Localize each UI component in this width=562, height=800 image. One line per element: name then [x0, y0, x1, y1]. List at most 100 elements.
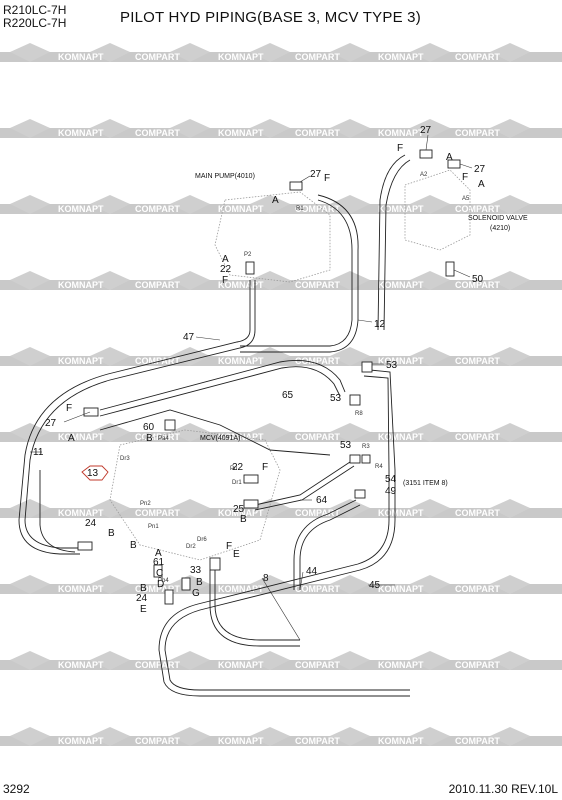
part-54[interactable]: 54	[385, 474, 397, 485]
part-13-hexagon[interactable]	[81, 465, 109, 481]
part-25[interactable]: 25	[233, 504, 245, 515]
part-12[interactable]: 12	[374, 319, 386, 330]
pipe-47-inner	[18, 280, 251, 555]
part-33[interactable]: 33	[190, 565, 202, 576]
letter-a: A	[478, 179, 485, 190]
part-50[interactable]: 50	[472, 274, 484, 285]
part-13[interactable]: 13	[87, 468, 99, 479]
leader	[299, 175, 311, 183]
letter-f: F	[222, 275, 228, 286]
letter-b: B	[196, 577, 203, 588]
part-53-top[interactable]: 53	[386, 360, 398, 371]
letter-f: F	[462, 172, 468, 183]
fitting-50	[445, 261, 455, 277]
part-27-pump[interactable]: 27	[310, 169, 322, 180]
watermark-cube	[330, 43, 370, 62]
part-11[interactable]: 11	[33, 447, 44, 458]
pipe-64	[254, 461, 351, 506]
model-name-2: R220LC-7H	[3, 16, 67, 30]
fitting-53-mid	[349, 394, 361, 406]
fitting-25	[243, 499, 259, 509]
part-24-left[interactable]: 24	[85, 518, 97, 529]
part-53-mid[interactable]: 53	[330, 393, 342, 404]
pipe-44-inner	[293, 499, 357, 590]
mcv-outline	[109, 429, 281, 561]
part-27-solenoid[interactable]: 27	[474, 164, 486, 175]
model-name-1: R210LC-7H	[3, 3, 67, 17]
fitting-24-left	[77, 541, 93, 551]
fitting-49	[354, 489, 366, 499]
letter-f: F	[397, 143, 403, 154]
letter-b: B	[240, 514, 247, 525]
hose-12-inner	[240, 199, 353, 347]
leader	[63, 411, 91, 423]
letter-a: A	[155, 548, 162, 559]
letter-f: F	[66, 403, 72, 414]
watermark-text: COMPART	[455, 52, 500, 62]
leader	[357, 319, 373, 323]
watermark-cube	[10, 43, 50, 62]
item-ref-label: (3151 ITEM 8)	[403, 480, 448, 487]
port-r3: R3	[362, 444, 370, 450]
pipe-11	[39, 470, 76, 553]
part-22-mcv[interactable]: 22	[232, 462, 244, 473]
part-27-left[interactable]: 27	[45, 418, 57, 429]
part-27-top[interactable]: 27	[420, 125, 432, 136]
main-pump-label: MAIN PUMP(4010)	[195, 173, 255, 180]
part-64[interactable]: 64	[316, 495, 328, 506]
pipe-right-loop-inner	[99, 366, 341, 417]
part-65[interactable]: 65	[282, 390, 294, 401]
letter-b: B	[140, 583, 147, 594]
part-45[interactable]: 45	[369, 580, 381, 591]
watermark-text: KOMNAPT	[58, 52, 104, 62]
part-61[interactable]: 61	[153, 557, 165, 568]
fitting-61	[153, 564, 163, 578]
part-53-right[interactable]: 53	[340, 440, 352, 451]
port-pn1: Pn1	[148, 524, 159, 530]
part-22-pump[interactable]: 22	[220, 264, 232, 275]
part-60[interactable]: 60	[143, 422, 155, 433]
letter-g: G	[192, 588, 200, 599]
part-49[interactable]: 49	[385, 486, 397, 497]
watermark-layer: KOMNAPT COMPART KOMNAPT COMPART KOMNAPT …	[0, 43, 562, 746]
watermark-cube	[410, 43, 450, 62]
hose-to-solenoid	[377, 154, 406, 331]
part-8[interactable]: 8	[263, 573, 269, 584]
pipe-45-inner	[158, 375, 410, 697]
letter-e: E	[233, 549, 240, 560]
revision-date: 2010.11.30 REV.10L	[448, 782, 558, 796]
fitting-22-mcv	[243, 474, 259, 484]
leader	[453, 269, 471, 278]
fitting-f-bottom	[209, 557, 221, 571]
letter-a: A	[68, 433, 75, 444]
solenoid-valve-label: SOLENOID VALVE	[468, 215, 528, 222]
port-a2: A2	[420, 172, 428, 178]
pipe-mcv-link	[99, 409, 331, 456]
watermark-text: COMPART	[295, 52, 340, 62]
port-r4: R4	[375, 464, 383, 470]
part-47[interactable]: 47	[183, 332, 195, 343]
part-44[interactable]: 44	[306, 566, 318, 577]
hose-to-solenoid-inner	[383, 159, 411, 331]
port-a5: A5	[462, 196, 470, 202]
port-r1: R1	[296, 206, 304, 212]
port-p2: P2	[244, 252, 252, 258]
letter-e: E	[140, 604, 147, 615]
fitting-22-pump	[245, 261, 255, 275]
port-pu: Pu	[230, 466, 237, 472]
port-dr3: Dr3	[120, 456, 130, 462]
part-24-bottom[interactable]: 24	[136, 593, 148, 604]
main-pump-outline	[214, 191, 331, 283]
fitting-27-top	[419, 149, 433, 159]
port-pb4: Pb4	[158, 578, 169, 584]
letter-a: A	[222, 254, 229, 265]
leader	[261, 577, 301, 641]
port-pa4: Pa4	[158, 436, 169, 442]
letter-f: F	[324, 173, 330, 184]
watermark-cube	[90, 43, 130, 62]
mcv-label: MCV(4091A)	[200, 435, 240, 442]
fitting-60	[164, 419, 176, 431]
pipe-45	[164, 369, 410, 691]
leader	[299, 571, 304, 591]
